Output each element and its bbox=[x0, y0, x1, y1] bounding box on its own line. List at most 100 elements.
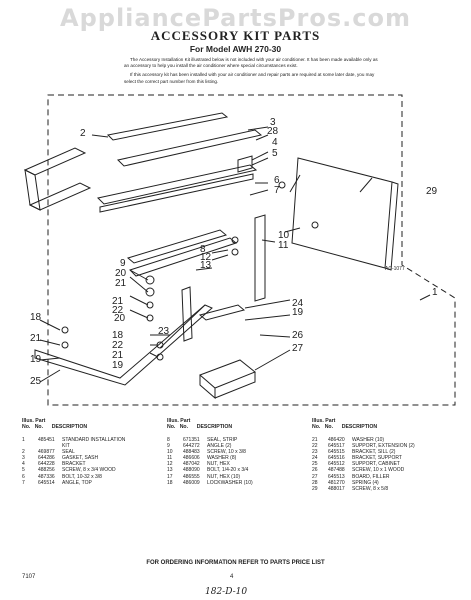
callout-label: 7 bbox=[274, 185, 280, 196]
top-angle bbox=[96, 164, 258, 205]
nut bbox=[231, 236, 239, 244]
gasket-strip bbox=[117, 129, 263, 167]
callout-label: 22 bbox=[112, 305, 124, 316]
callout-label: 21 bbox=[112, 350, 124, 361]
callout-label: 1 bbox=[432, 287, 438, 298]
callout-label: 29 bbox=[426, 186, 438, 197]
seal-part bbox=[24, 169, 41, 211]
table-header: Illus. Part No. No. DESCRIPTION bbox=[312, 418, 377, 430]
support-cabinet bbox=[34, 304, 213, 386]
callout-label: 19 bbox=[112, 360, 124, 371]
seal-strip bbox=[126, 229, 228, 264]
callout-label: 6 bbox=[274, 175, 280, 186]
callout-label: 25 bbox=[30, 376, 42, 387]
callout-label: 24 bbox=[292, 298, 304, 309]
extension-support bbox=[181, 286, 193, 342]
intro-paragraph: The Accessory Installation Kit illustrat… bbox=[124, 57, 378, 69]
support-cabinet bbox=[159, 304, 206, 349]
header-no: No. bbox=[167, 424, 176, 430]
header-illus: Illus. bbox=[167, 418, 179, 424]
callout-label: 18 bbox=[30, 312, 42, 323]
support-bracket bbox=[199, 372, 256, 400]
callout-label: 8 bbox=[200, 244, 206, 255]
header-illus: Illus. bbox=[22, 418, 34, 424]
callout-label: 10 bbox=[278, 230, 290, 241]
callout-label: 26 bbox=[292, 330, 304, 341]
callout-label: 20 bbox=[114, 313, 126, 324]
nut bbox=[231, 248, 239, 256]
kit-outline bbox=[47, 94, 456, 406]
callout-label: 20 bbox=[115, 268, 127, 279]
bolt bbox=[278, 181, 286, 189]
table-header: Illus. Part No. No. DESCRIPTION bbox=[167, 418, 232, 430]
gasket-strip bbox=[106, 112, 229, 141]
bracket-part bbox=[237, 155, 253, 173]
header-part: Part bbox=[325, 418, 336, 424]
table-row: KIT bbox=[62, 443, 70, 450]
header-no: No. bbox=[34, 424, 44, 430]
callout-label: 9 bbox=[120, 258, 126, 269]
washer bbox=[61, 341, 69, 349]
header-part: Part bbox=[180, 418, 191, 424]
callout-label: 19 bbox=[292, 307, 304, 318]
washer bbox=[145, 287, 155, 297]
header-description: DESCRIPTION bbox=[51, 424, 88, 430]
callout-label: 11 bbox=[278, 240, 289, 251]
top-angle bbox=[99, 173, 254, 213]
washer bbox=[145, 275, 155, 285]
header-no: No. bbox=[22, 424, 31, 430]
watermark: AppliancePartsPros.com bbox=[60, 4, 411, 32]
angle-part bbox=[254, 214, 266, 302]
header-description: DESCRIPTION bbox=[341, 424, 378, 430]
filler-board bbox=[384, 181, 399, 271]
callout-label: 23 bbox=[158, 326, 170, 337]
sill-bracket bbox=[198, 304, 246, 321]
doc-code: 7107 bbox=[22, 574, 36, 580]
callout-label: 13 bbox=[200, 260, 212, 271]
callout-label: 21 bbox=[112, 296, 124, 307]
callout-label: 22 bbox=[112, 340, 124, 351]
header-no: No. bbox=[324, 424, 334, 430]
callout-label: 18 bbox=[112, 330, 124, 341]
header-description: DESCRIPTION bbox=[196, 424, 233, 430]
seal-part bbox=[23, 147, 87, 176]
callout-label: 2 bbox=[80, 128, 86, 139]
callout-label: 3 bbox=[270, 117, 276, 128]
filler-board bbox=[291, 157, 393, 269]
callout-label: 28 bbox=[267, 126, 279, 137]
support-bracket bbox=[199, 359, 256, 389]
diagram-code: AC-1077 bbox=[385, 266, 405, 272]
callout-label: 21 bbox=[30, 333, 42, 344]
header-no: No. bbox=[312, 424, 321, 430]
intro-text: The Accessory Installation Kit illustrat… bbox=[124, 57, 384, 88]
header-part: Part bbox=[35, 418, 46, 424]
callout-label: 4 bbox=[272, 137, 278, 148]
callout-label: 12 bbox=[200, 252, 212, 263]
screw bbox=[311, 221, 319, 229]
page-subtitle: For Model AWH 270-30 bbox=[189, 44, 282, 54]
